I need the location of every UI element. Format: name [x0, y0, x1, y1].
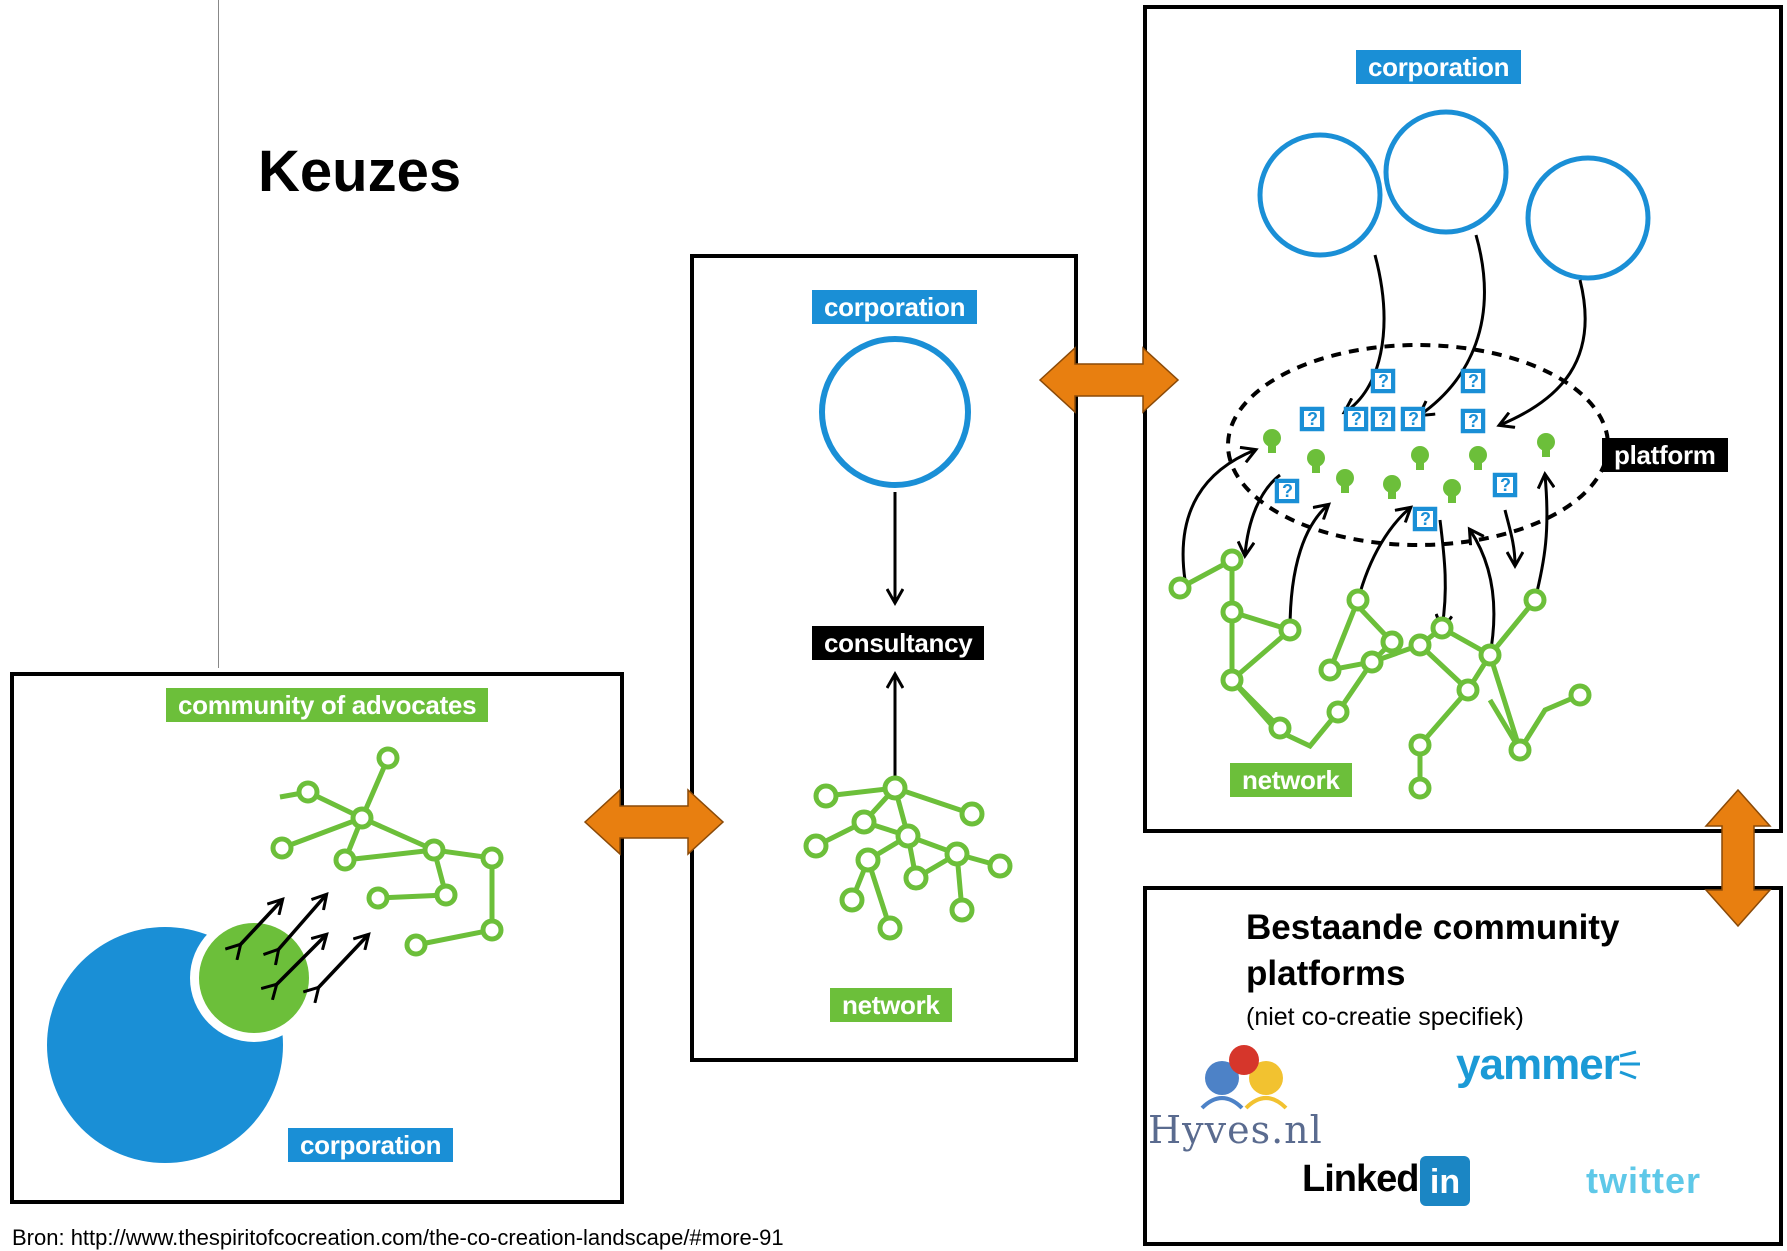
orange-double-arrow-vertical — [1704, 788, 1772, 928]
yammer-logo: yammer — [1456, 1040, 1620, 1089]
source-citation: Bron: http://www.thespiritofcocreation.c… — [12, 1225, 784, 1250]
left-exchange-arrows — [240, 895, 368, 988]
svg-text:?: ? — [1307, 409, 1318, 429]
community-circle — [199, 923, 309, 1033]
svg-text:?: ? — [1420, 509, 1431, 529]
hyves-figures-icon — [1200, 1045, 1288, 1110]
svg-text:?: ? — [1351, 409, 1362, 429]
page-title: Keuzes — [258, 139, 462, 204]
divider-line — [218, 0, 219, 668]
hyves-logo: Hyves.nl — [1148, 1108, 1323, 1152]
orange-double-arrow-middle-right — [1038, 346, 1180, 414]
svg-text:?: ? — [1468, 411, 1479, 431]
svg-text:?: ? — [1468, 371, 1479, 391]
svg-text:?: ? — [1500, 475, 1511, 495]
right-network — [1168, 548, 1592, 800]
label-network-middle: network — [830, 988, 952, 1022]
svg-text:?: ? — [1378, 371, 1389, 391]
linkedin-in-badge: in — [1420, 1156, 1470, 1206]
left-network — [270, 746, 504, 957]
orange-double-arrow-left-middle — [583, 788, 725, 856]
label-corporation-left: corporation — [288, 1128, 454, 1162]
label-network-right: network — [1230, 763, 1352, 797]
twitter-logo: twitter — [1586, 1160, 1701, 1201]
label-community-of-advocates: community of advocates — [166, 688, 489, 722]
platform-ellipse — [1226, 343, 1610, 547]
yammer-spark-icon — [1619, 1050, 1640, 1080]
right-curved-arrows — [1181, 234, 1587, 656]
label-platform: platform — [1602, 438, 1728, 472]
existing-platforms-title: Bestaande community platforms — [1246, 908, 1620, 993]
svg-text:?: ? — [1282, 481, 1293, 501]
label-consultancy: consultancy — [812, 626, 985, 660]
existing-platforms-subtitle: (niet co-creatie specifiek) — [1246, 1003, 1524, 1031]
middle-network — [803, 775, 1013, 941]
label-corporation-right: corporation — [1356, 50, 1522, 84]
svg-text:?: ? — [1378, 409, 1389, 429]
idea-bulb-icons — [1263, 429, 1555, 503]
question-icons: ? ? ? ? ? ? ? ? ? ? — [1274, 368, 1518, 532]
label-corporation-middle: corporation — [812, 290, 978, 324]
right-corporation-circles — [1257, 109, 1651, 281]
svg-text:?: ? — [1408, 409, 1419, 429]
linkedin-logo: Linked — [1302, 1158, 1419, 1200]
middle-corporation-circle — [819, 336, 971, 488]
